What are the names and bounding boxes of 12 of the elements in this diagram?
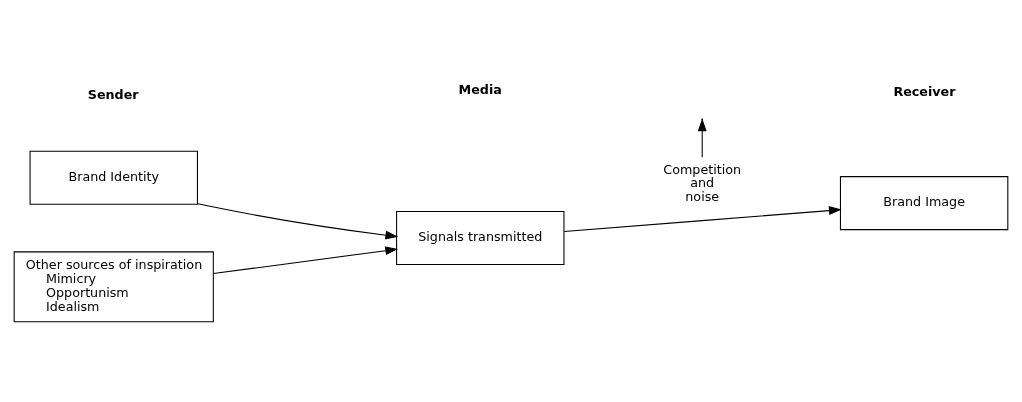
- label: Sender: [87, 87, 139, 103]
- node-box: Brand Identity: [29, 150, 198, 205]
- arrow: [212, 246, 399, 275]
- label: Receiver: [893, 84, 956, 100]
- node-box: Brand Image: [839, 176, 1009, 231]
- node-text: Competition and noise: [663, 161, 742, 205]
- node-box: Other sources of inspiration Mimicry Opportunism Idealism: [13, 251, 214, 323]
- arrow: [563, 206, 842, 232]
- arrow: [197, 203, 399, 240]
- node-box: Signals transmitted: [396, 211, 565, 266]
- label: Media: [458, 82, 502, 98]
- arrow: [697, 118, 707, 158]
